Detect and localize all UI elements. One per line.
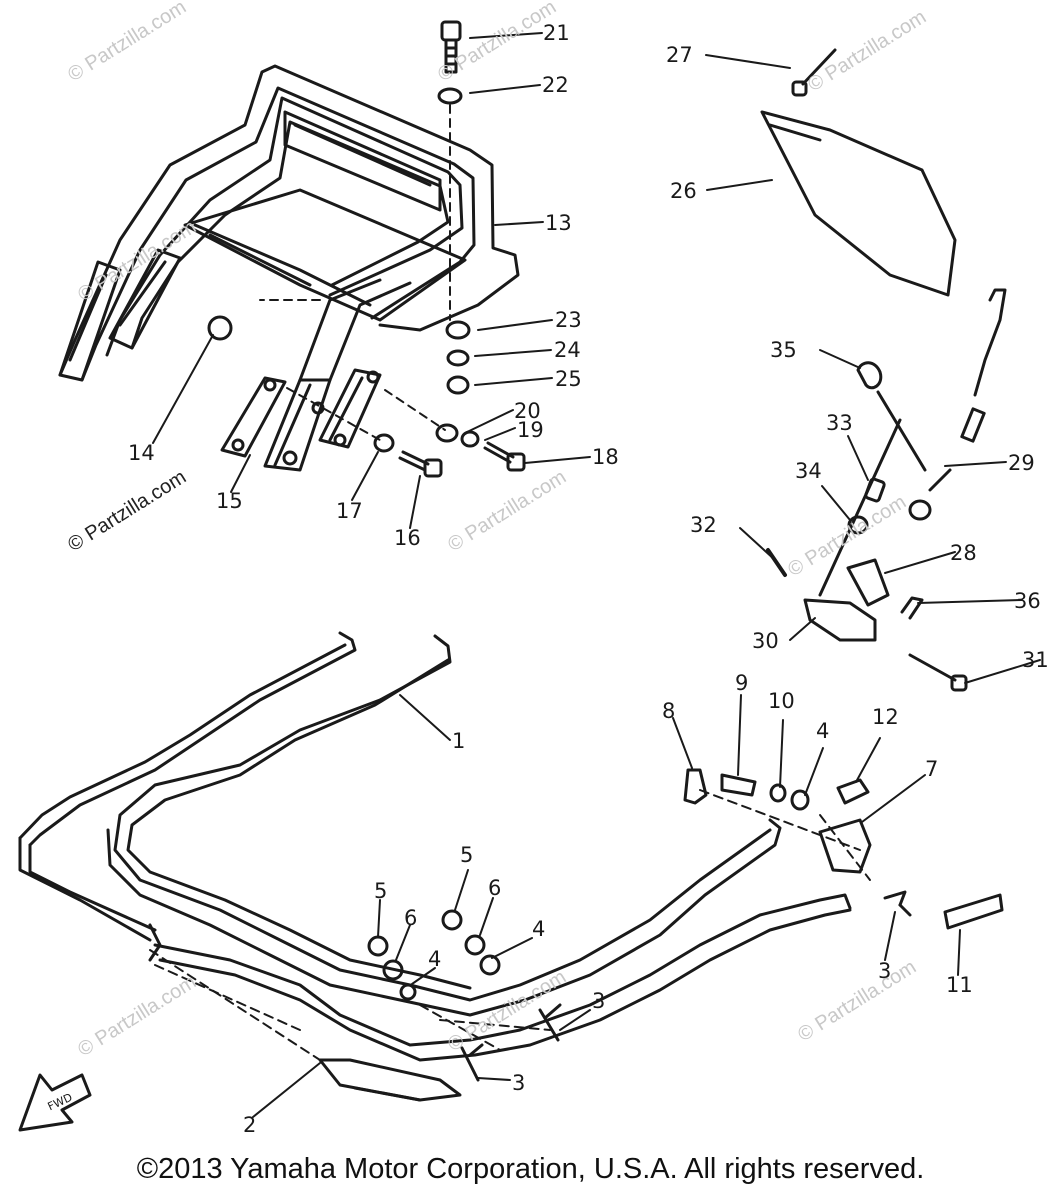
fwd-arrow-icon xyxy=(18,1073,92,1132)
label-18: 18 xyxy=(592,445,619,469)
label-27: 27 xyxy=(666,43,693,67)
label-12: 12 xyxy=(872,705,899,729)
label-13: 13 xyxy=(545,211,572,235)
label-16: 16 xyxy=(394,526,421,550)
number-plate-26 xyxy=(760,110,957,297)
label-8: 8 xyxy=(662,699,675,723)
lower-hardware xyxy=(367,768,1004,1082)
nut-20 xyxy=(435,423,459,443)
label-31: 31 xyxy=(1022,648,1049,672)
label-9: 9 xyxy=(735,671,748,695)
lower-frame xyxy=(18,631,871,1102)
label-3-right: 3 xyxy=(878,959,891,983)
label-33: 33 xyxy=(826,411,853,435)
label-15: 15 xyxy=(216,489,243,513)
copyright-notice: ©2013 Yamaha Motor Corporation, U.S.A. A… xyxy=(136,1153,925,1185)
label-4-left: 4 xyxy=(428,947,441,971)
washer-19 xyxy=(460,430,480,448)
bolt-18 xyxy=(483,441,526,472)
screw-27 xyxy=(791,48,837,97)
label-30: 30 xyxy=(752,629,779,653)
label-24: 24 xyxy=(554,338,581,362)
washer-24 xyxy=(446,349,470,367)
label-10: 10 xyxy=(768,689,795,713)
label-22: 22 xyxy=(542,73,569,97)
washer-22 xyxy=(437,87,463,105)
nut-23 xyxy=(445,320,471,340)
label-7: 7 xyxy=(925,757,938,781)
label-11: 11 xyxy=(946,973,973,997)
label-21: 21 xyxy=(543,21,570,45)
label-14: 14 xyxy=(128,441,155,465)
label-34: 34 xyxy=(795,459,822,483)
label-3-lower: 3 xyxy=(512,1071,525,1095)
bracket-15 xyxy=(220,376,287,458)
bolt-21 xyxy=(440,20,462,74)
grommet-14 xyxy=(207,315,233,341)
part-number-labels: 21 22 27 13 26 23 24 25 35 20 19 18 14 1… xyxy=(128,21,1049,1137)
label-28: 28 xyxy=(950,541,977,565)
label-2: 2 xyxy=(243,1113,256,1137)
label-36: 36 xyxy=(1014,589,1041,613)
assembly-lines-upper xyxy=(259,104,451,441)
leader-lines xyxy=(152,32,1041,1118)
label-20: 20 xyxy=(514,399,541,423)
label-23: 23 xyxy=(555,308,582,332)
bolt-16 xyxy=(398,450,443,478)
latch-assembly xyxy=(766,288,1007,692)
label-32: 32 xyxy=(690,513,717,537)
label-5-left: 5 xyxy=(374,879,387,903)
nut-25 xyxy=(446,375,470,395)
label-4-upper: 4 xyxy=(816,719,829,743)
label-6-mid: 6 xyxy=(488,876,501,900)
label-17: 17 xyxy=(336,499,363,523)
label-3-mid: 3 xyxy=(592,989,605,1013)
label-5-mid: 5 xyxy=(460,843,473,867)
label-25: 25 xyxy=(555,367,582,391)
label-35: 35 xyxy=(770,338,797,362)
label-29: 29 xyxy=(1008,451,1035,475)
washer-17 xyxy=(373,433,395,453)
label-1: 1 xyxy=(452,729,465,753)
label-19: 19 xyxy=(517,418,544,442)
label-4-right: 4 xyxy=(532,917,545,941)
label-26: 26 xyxy=(670,179,697,203)
backrest-frame xyxy=(58,64,520,472)
fwd-label: FWD xyxy=(46,1091,75,1114)
label-6-left: 6 xyxy=(404,906,417,930)
